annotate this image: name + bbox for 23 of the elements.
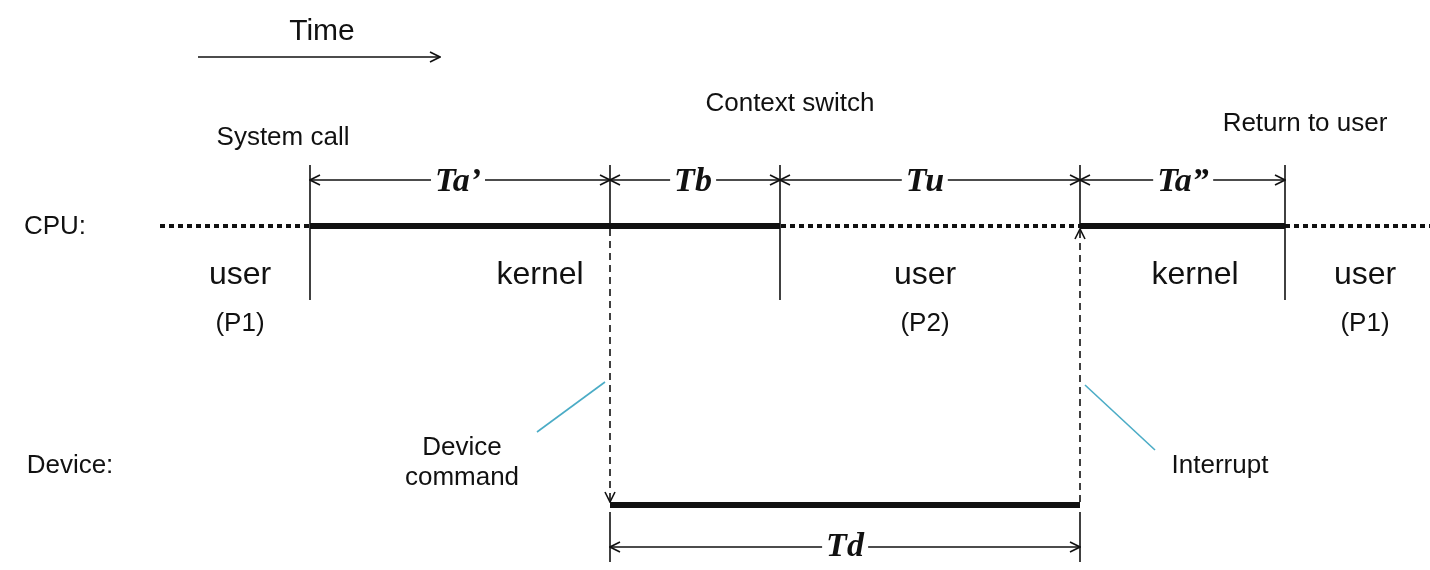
leader-line (1084, 384, 1156, 451)
row-label: CPU: (23, 211, 87, 241)
dashed-arrow (604, 228, 616, 503)
event-label: System call (216, 122, 350, 152)
process-label: (P2) (900, 308, 950, 338)
annotation-text: Interrupt (1170, 450, 1270, 480)
timeline-bar (1080, 223, 1285, 229)
leader-line (536, 381, 606, 433)
device-bar (610, 502, 1080, 508)
row-label: Device: (26, 450, 114, 480)
annotation-text: Device command (403, 432, 521, 492)
event-label: Context switch (705, 88, 875, 118)
mode-label: kernel (1151, 254, 1239, 292)
timeline-bar (310, 223, 780, 229)
mode-label: kernel (496, 254, 584, 292)
dashed-arrow (1074, 228, 1086, 503)
process-label: (P1) (1340, 308, 1390, 338)
event-label: Return to user (1222, 108, 1388, 138)
time-label: Time (289, 12, 355, 48)
mode-label: user (893, 254, 957, 292)
process-label: (P1) (215, 308, 265, 338)
mode-label: user (208, 254, 272, 292)
mode-label: user (1333, 254, 1397, 292)
